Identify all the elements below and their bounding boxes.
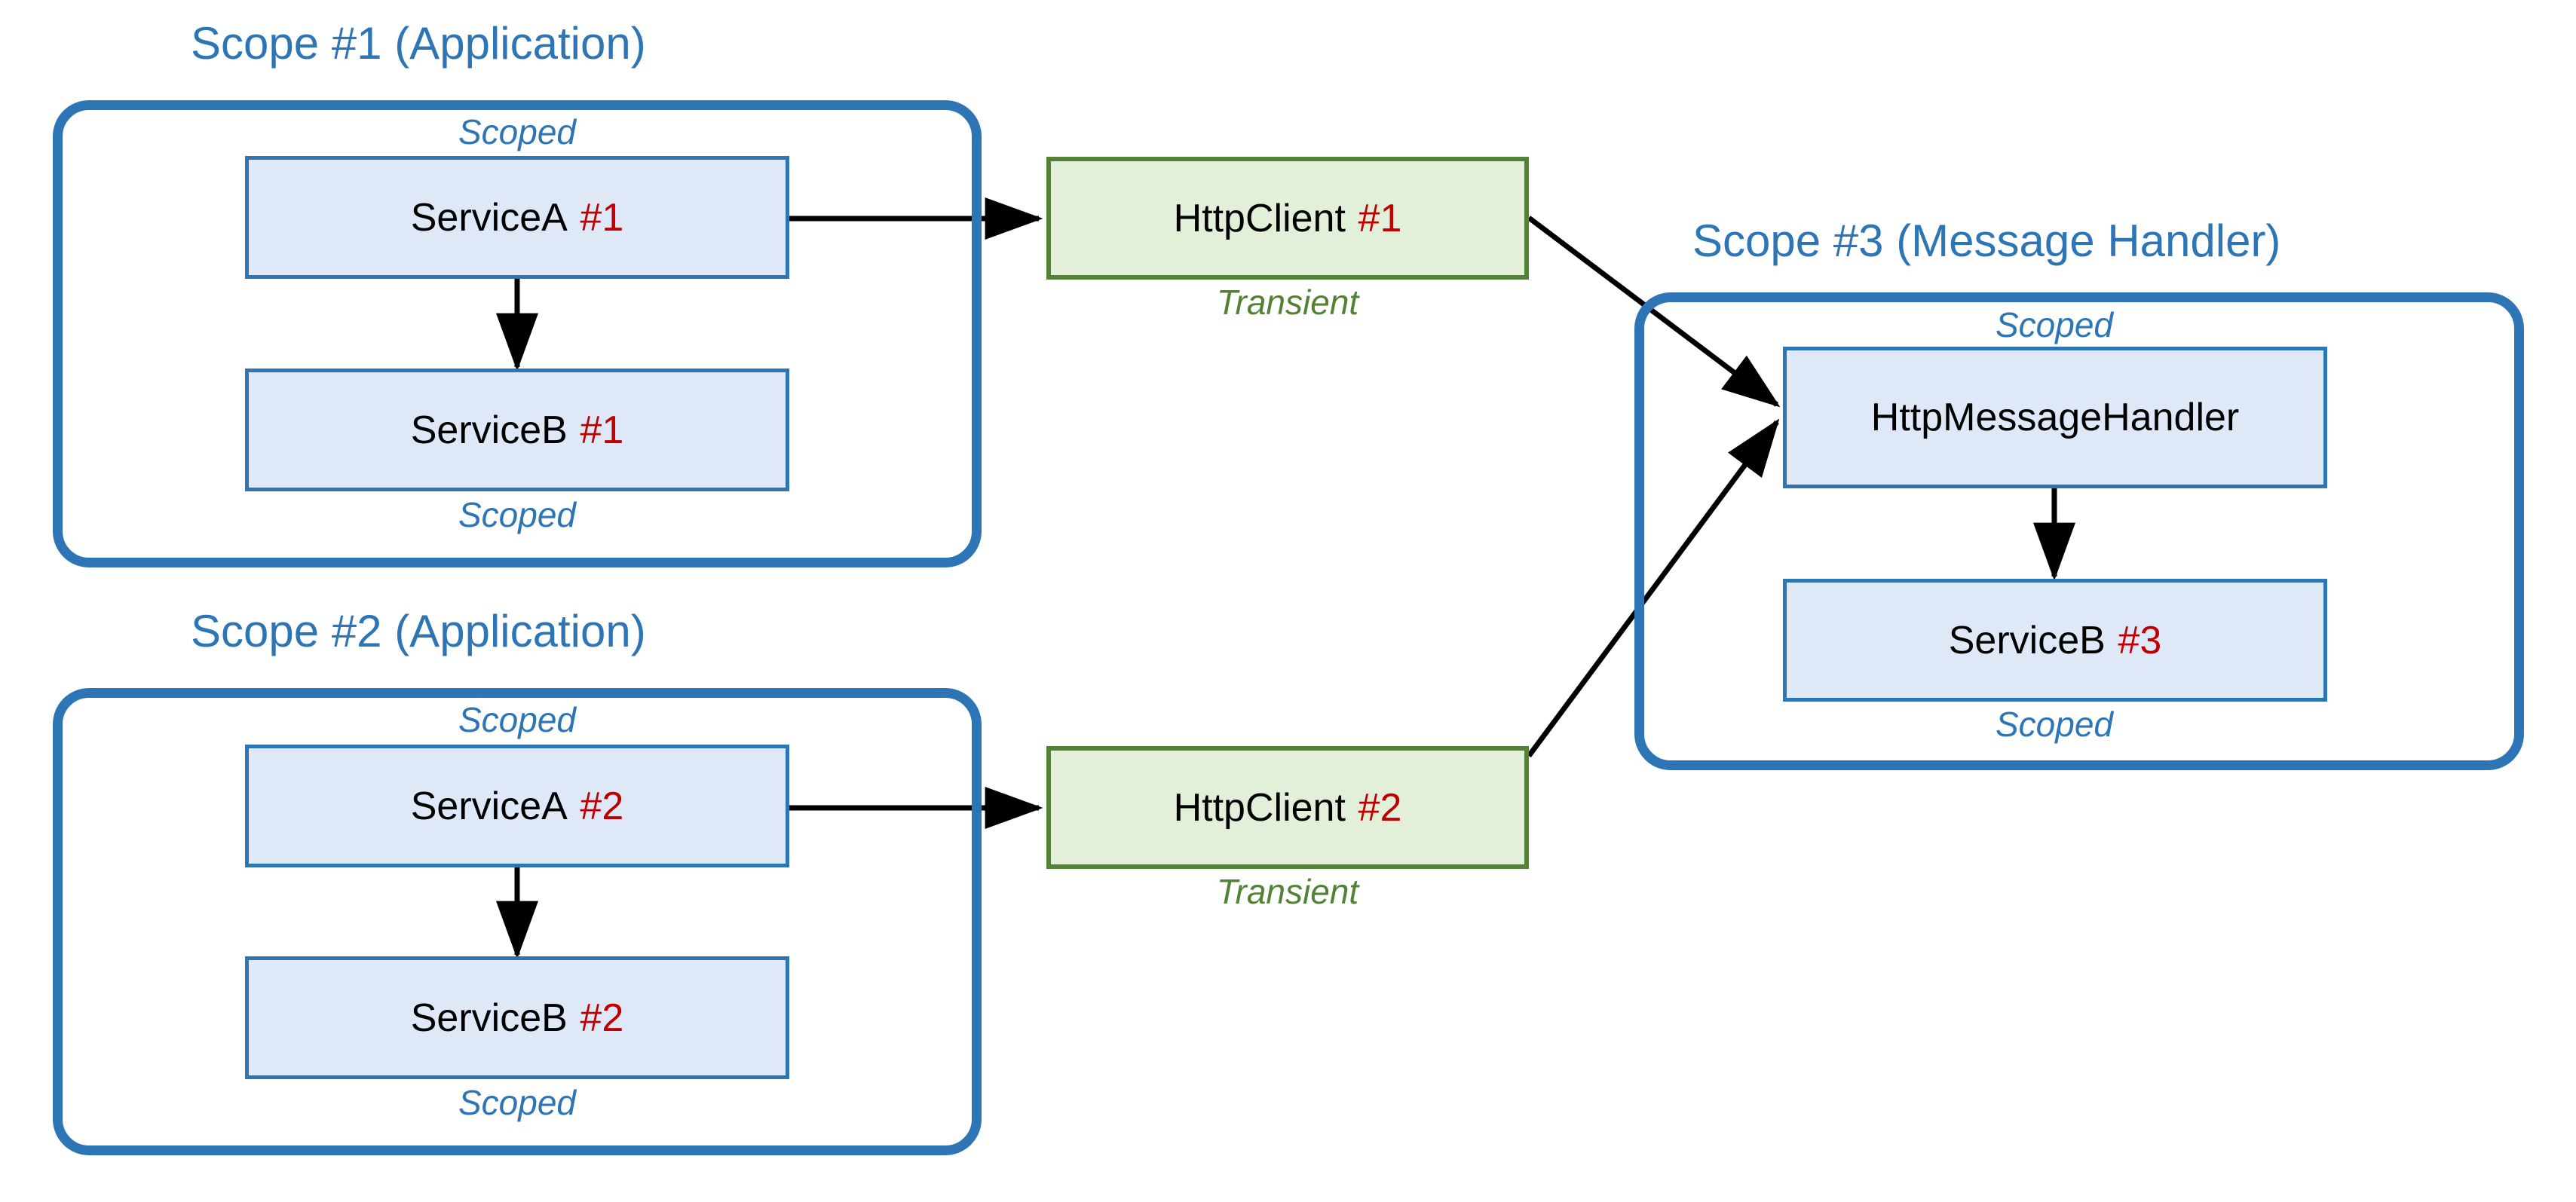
node-httpClient2-instance: #2	[1358, 785, 1402, 830]
node-httpClient2[interactable]: HttpClient#2	[1046, 746, 1529, 869]
node-httpClient1[interactable]: HttpClient#1	[1046, 157, 1529, 280]
scope-title-3: Scope #3 (Message Handler)	[1692, 216, 2281, 266]
lifetime-label-serviceB2: Scoped	[458, 1083, 576, 1122]
lifetime-label-serviceB3: Scoped	[1995, 705, 2113, 744]
node-httpMessageHandler[interactable]: HttpMessageHandler	[1783, 347, 2327, 488]
node-serviceA1-instance: #1	[580, 195, 624, 240]
scope-container-1[interactable]	[53, 100, 982, 567]
node-serviceA1[interactable]: ServiceA#1	[245, 156, 789, 279]
node-serviceB3[interactable]: ServiceB#3	[1783, 579, 2327, 702]
node-serviceB1[interactable]: ServiceB#1	[245, 369, 789, 491]
scope-title-1: Scope #1 (Application)	[191, 18, 646, 69]
node-serviceA2[interactable]: ServiceA#2	[245, 745, 789, 867]
node-serviceA1-label: ServiceA#1	[410, 195, 624, 240]
node-serviceA2-instance: #2	[580, 784, 624, 828]
lifetime-label-httpClient1: Transient	[1216, 283, 1359, 322]
node-serviceB2-label: ServiceB#2	[410, 996, 624, 1040]
node-serviceB1-instance: #1	[580, 408, 624, 452]
lifetime-label-httpClient2: Transient	[1216, 872, 1359, 911]
node-serviceA2-label: ServiceA#2	[410, 784, 624, 828]
scope-title-2: Scope #2 (Application)	[191, 606, 646, 656]
node-httpMessageHandler-label: HttpMessageHandler	[1870, 396, 2240, 439]
node-httpClient1-instance: #1	[1358, 196, 1402, 240]
scope-container-3[interactable]	[1634, 292, 2524, 770]
lifetime-label-serviceB1: Scoped	[458, 495, 576, 534]
lifetime-label-serviceA2: Scoped	[458, 700, 576, 739]
node-httpClient1-label: HttpClient#1	[1173, 196, 1402, 240]
lifetime-label-httpMessageHandler: Scoped	[1995, 305, 2113, 344]
node-serviceB2[interactable]: ServiceB#2	[245, 956, 789, 1079]
scope-container-2[interactable]	[53, 688, 982, 1155]
node-serviceB1-label: ServiceB#1	[410, 408, 624, 452]
lifetime-label-serviceA1: Scoped	[458, 112, 576, 151]
arrow-httpClient2-to-httpMessageHandler	[1527, 418, 1780, 758]
node-httpClient2-label: HttpClient#2	[1173, 785, 1402, 830]
node-serviceB3-label: ServiceB#3	[1948, 618, 2162, 662]
node-serviceB2-instance: #2	[580, 996, 624, 1040]
node-serviceB3-instance: #3	[2118, 618, 2162, 662]
